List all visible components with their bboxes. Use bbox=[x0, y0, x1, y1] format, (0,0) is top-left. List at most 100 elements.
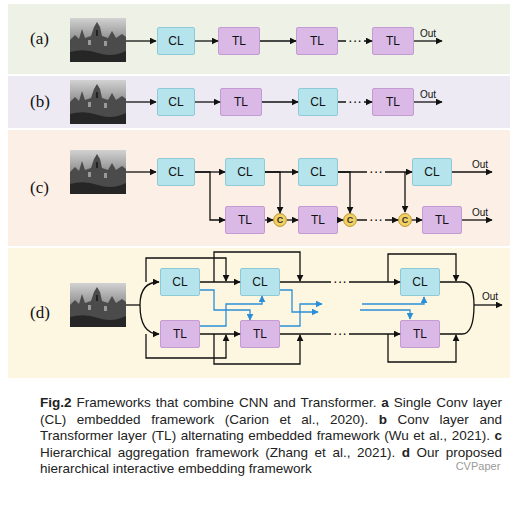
caption-word bbox=[389, 395, 394, 410]
flow-arrow bbox=[200, 281, 240, 282]
input-arrow bbox=[126, 40, 156, 41]
caption-word: Conv bbox=[398, 412, 430, 427]
concat-circle: C bbox=[343, 213, 357, 227]
ellipsis: ··· bbox=[367, 212, 385, 227]
caption-word: Our bbox=[417, 445, 440, 460]
flow-arrow bbox=[412, 219, 422, 220]
caption-word bbox=[425, 428, 430, 443]
caption-word: that bbox=[156, 395, 179, 410]
output-arrow bbox=[474, 304, 502, 305]
transformer-layer-box: TL bbox=[296, 27, 338, 55]
caption-word: (Carion bbox=[225, 412, 269, 427]
panel-label: (a) bbox=[30, 29, 49, 49]
output-label: Out bbox=[470, 159, 490, 170]
concat-outline bbox=[399, 214, 412, 227]
caption-word: embedded bbox=[248, 428, 312, 443]
caption-word: et bbox=[315, 445, 326, 460]
input-image bbox=[70, 18, 126, 62]
caption-word bbox=[178, 395, 183, 410]
concat-circle: C bbox=[398, 213, 412, 227]
input-arrow bbox=[126, 171, 156, 172]
output-arrow bbox=[452, 171, 492, 172]
caption-word: framework bbox=[151, 412, 214, 427]
caption-word: Single bbox=[394, 395, 432, 410]
conv-layer-box: CL bbox=[298, 158, 338, 186]
transformer-layer-box: TL bbox=[372, 88, 414, 116]
caption-word: (Zhang bbox=[265, 445, 308, 460]
caption-word bbox=[468, 395, 473, 410]
conv-layer-box: CL bbox=[157, 158, 195, 186]
caption-word bbox=[376, 395, 381, 410]
flow-arrow bbox=[260, 40, 296, 41]
layer-label: CL bbox=[168, 34, 183, 48]
branch-wire bbox=[404, 172, 405, 212]
caption-word: (TL) bbox=[151, 428, 176, 443]
caption-word: layer bbox=[440, 412, 469, 427]
conv-layer-box: CL bbox=[400, 268, 440, 296]
interaction-arrow bbox=[200, 296, 262, 326]
layer-label: CL bbox=[172, 275, 187, 289]
caption-word: al., bbox=[332, 445, 350, 460]
caption-word bbox=[350, 445, 357, 460]
flow-arrow bbox=[265, 172, 280, 213]
conv-layer-box: CL bbox=[298, 88, 338, 116]
split-wire bbox=[140, 282, 159, 305]
transformer-layer-box: TL bbox=[298, 206, 338, 234]
ellipsis: ··· bbox=[331, 326, 349, 341]
merge-wire bbox=[440, 305, 474, 334]
output-arrow bbox=[414, 101, 442, 102]
caption-word bbox=[431, 395, 436, 410]
figure-caption: Fig.2 Frameworks that combine CNN and Tr… bbox=[40, 395, 502, 478]
caption-word: embedding bbox=[178, 461, 245, 476]
caption-word bbox=[409, 428, 414, 443]
caption-word: CNN bbox=[239, 395, 268, 410]
caption-word bbox=[429, 412, 440, 427]
caption-word: Conv bbox=[436, 395, 468, 410]
layer-label: TL bbox=[234, 95, 248, 109]
layer-label: TL bbox=[232, 34, 246, 48]
layer-label: CL bbox=[310, 165, 325, 179]
conv-layer-box: CL bbox=[240, 268, 280, 296]
caption-word: 2020). bbox=[330, 412, 368, 427]
layer-label: C bbox=[277, 215, 284, 225]
caption-word bbox=[66, 412, 77, 427]
flow-arrow bbox=[265, 219, 273, 220]
caption-word: and bbox=[273, 395, 296, 410]
flow-arrow bbox=[262, 101, 298, 102]
layer-label: CL bbox=[168, 95, 183, 109]
input-image bbox=[70, 80, 126, 124]
layer-label: TL bbox=[386, 95, 400, 109]
caption-word bbox=[174, 461, 178, 476]
layer-label: TL bbox=[173, 327, 187, 341]
merge-wire bbox=[440, 282, 474, 305]
transformer-layer-box: TL bbox=[240, 320, 280, 348]
layer-label: TL bbox=[386, 34, 400, 48]
interaction-arrow bbox=[360, 310, 410, 319]
output-arrow bbox=[414, 40, 442, 41]
transformer-layer-box: TL bbox=[220, 88, 262, 116]
caption-word bbox=[380, 428, 385, 443]
layer-label: TL bbox=[413, 327, 427, 341]
caption-word bbox=[244, 428, 249, 443]
caption-word: Frameworks bbox=[76, 395, 150, 410]
conv-layer-box: CL bbox=[157, 27, 195, 55]
transformer-layer-box: TL bbox=[225, 206, 265, 234]
caption-word: layer bbox=[473, 395, 502, 410]
conv-layer-box: CL bbox=[412, 158, 452, 186]
interaction-arrow bbox=[200, 290, 250, 320]
caption-word: et bbox=[413, 428, 424, 443]
layer-label: TL bbox=[310, 34, 324, 48]
caption-word bbox=[72, 395, 77, 410]
output-label: Out bbox=[418, 89, 438, 100]
transformer-layer-box: TL bbox=[422, 206, 462, 234]
caption-word bbox=[189, 445, 196, 460]
caption-word bbox=[469, 412, 480, 427]
caption-word: a bbox=[381, 395, 389, 410]
skip-connection bbox=[214, 334, 300, 364]
layer-label: C bbox=[347, 215, 354, 225]
caption-word: embedded bbox=[77, 412, 141, 427]
caption-word bbox=[387, 412, 398, 427]
caption-word: framework bbox=[317, 428, 380, 443]
